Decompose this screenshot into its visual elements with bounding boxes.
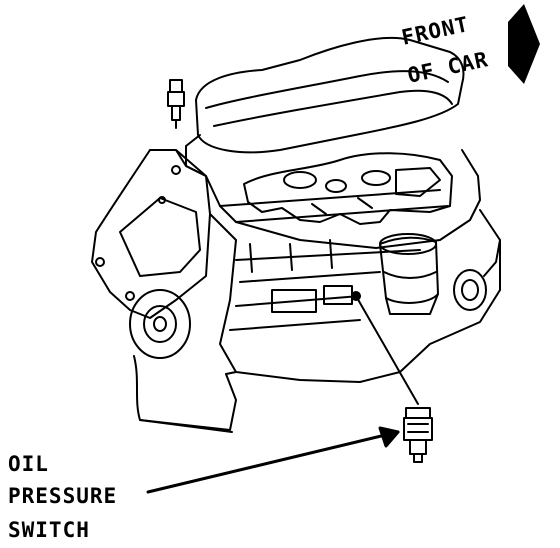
oil-pressure-switch-label-line3: SWITCH [8, 518, 90, 542]
temperature-sensor-icon [167, 79, 185, 129]
distributor [453, 239, 501, 311]
crank-pulley [129, 289, 191, 359]
valve-cover [185, 36, 465, 177]
oil-filter [379, 233, 439, 315]
engine-block [149, 149, 501, 383]
oil-pressure-switch-label-line2: PRESSURE [8, 484, 118, 508]
label-pointer-arrow [146, 426, 400, 494]
intake-manifold [243, 152, 453, 225]
oil-pressure-switch-label-line1: OIL [8, 452, 49, 476]
leader-line [355, 295, 419, 405]
timing-cover [91, 149, 211, 319]
oil-pan [133, 355, 237, 433]
cylinder-head [175, 149, 481, 249]
oil-pressure-switch-icon [403, 407, 433, 463]
mounting-point [351, 291, 361, 301]
front-of-car-arrow [508, 4, 540, 84]
